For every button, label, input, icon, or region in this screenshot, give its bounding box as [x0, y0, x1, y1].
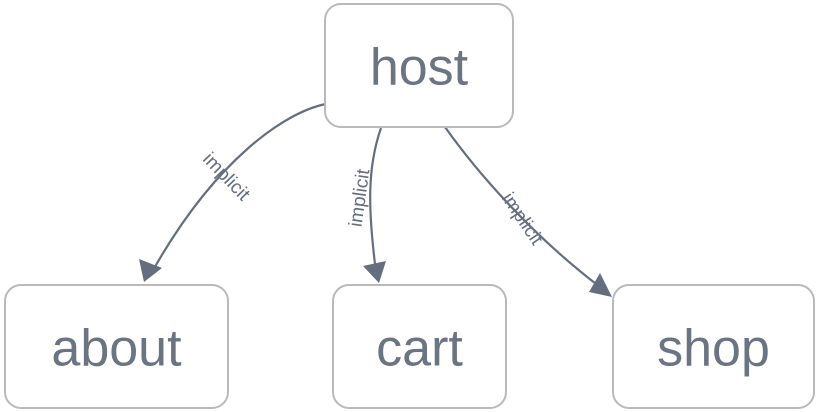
edge-host-shop-arrowhead-icon: [589, 273, 612, 297]
node-about-box: [4, 284, 229, 409]
edge-host-cart-path: [369, 127, 383, 273]
edge-host-about[interactable]: implicit: [139, 102, 327, 282]
node-host-label: host: [370, 39, 469, 97]
edge-host-about-arrowhead-icon: [139, 259, 162, 282]
edge-host-shop-label: implicit: [497, 189, 547, 249]
node-about[interactable]: about: [4, 284, 229, 409]
node-about-label: about: [51, 320, 182, 378]
node-cart-box: [332, 284, 507, 409]
node-host-box: [324, 3, 514, 128]
node-shop-box: [612, 284, 815, 409]
node-shop[interactable]: shop: [612, 284, 815, 409]
edge-host-shop[interactable]: implicit: [444, 126, 612, 297]
edge-host-about-label: implicit: [198, 149, 254, 206]
edge-host-about-path: [151, 102, 327, 273]
node-host[interactable]: host: [324, 3, 514, 128]
node-cart-label: cart: [376, 320, 463, 378]
node-cart[interactable]: cart: [332, 284, 507, 409]
edge-host-cart-arrowhead-icon: [363, 261, 386, 283]
edge-host-shop-path: [444, 126, 601, 288]
edge-host-cart[interactable]: implicit: [346, 127, 386, 283]
node-shop-label: shop: [657, 320, 770, 378]
